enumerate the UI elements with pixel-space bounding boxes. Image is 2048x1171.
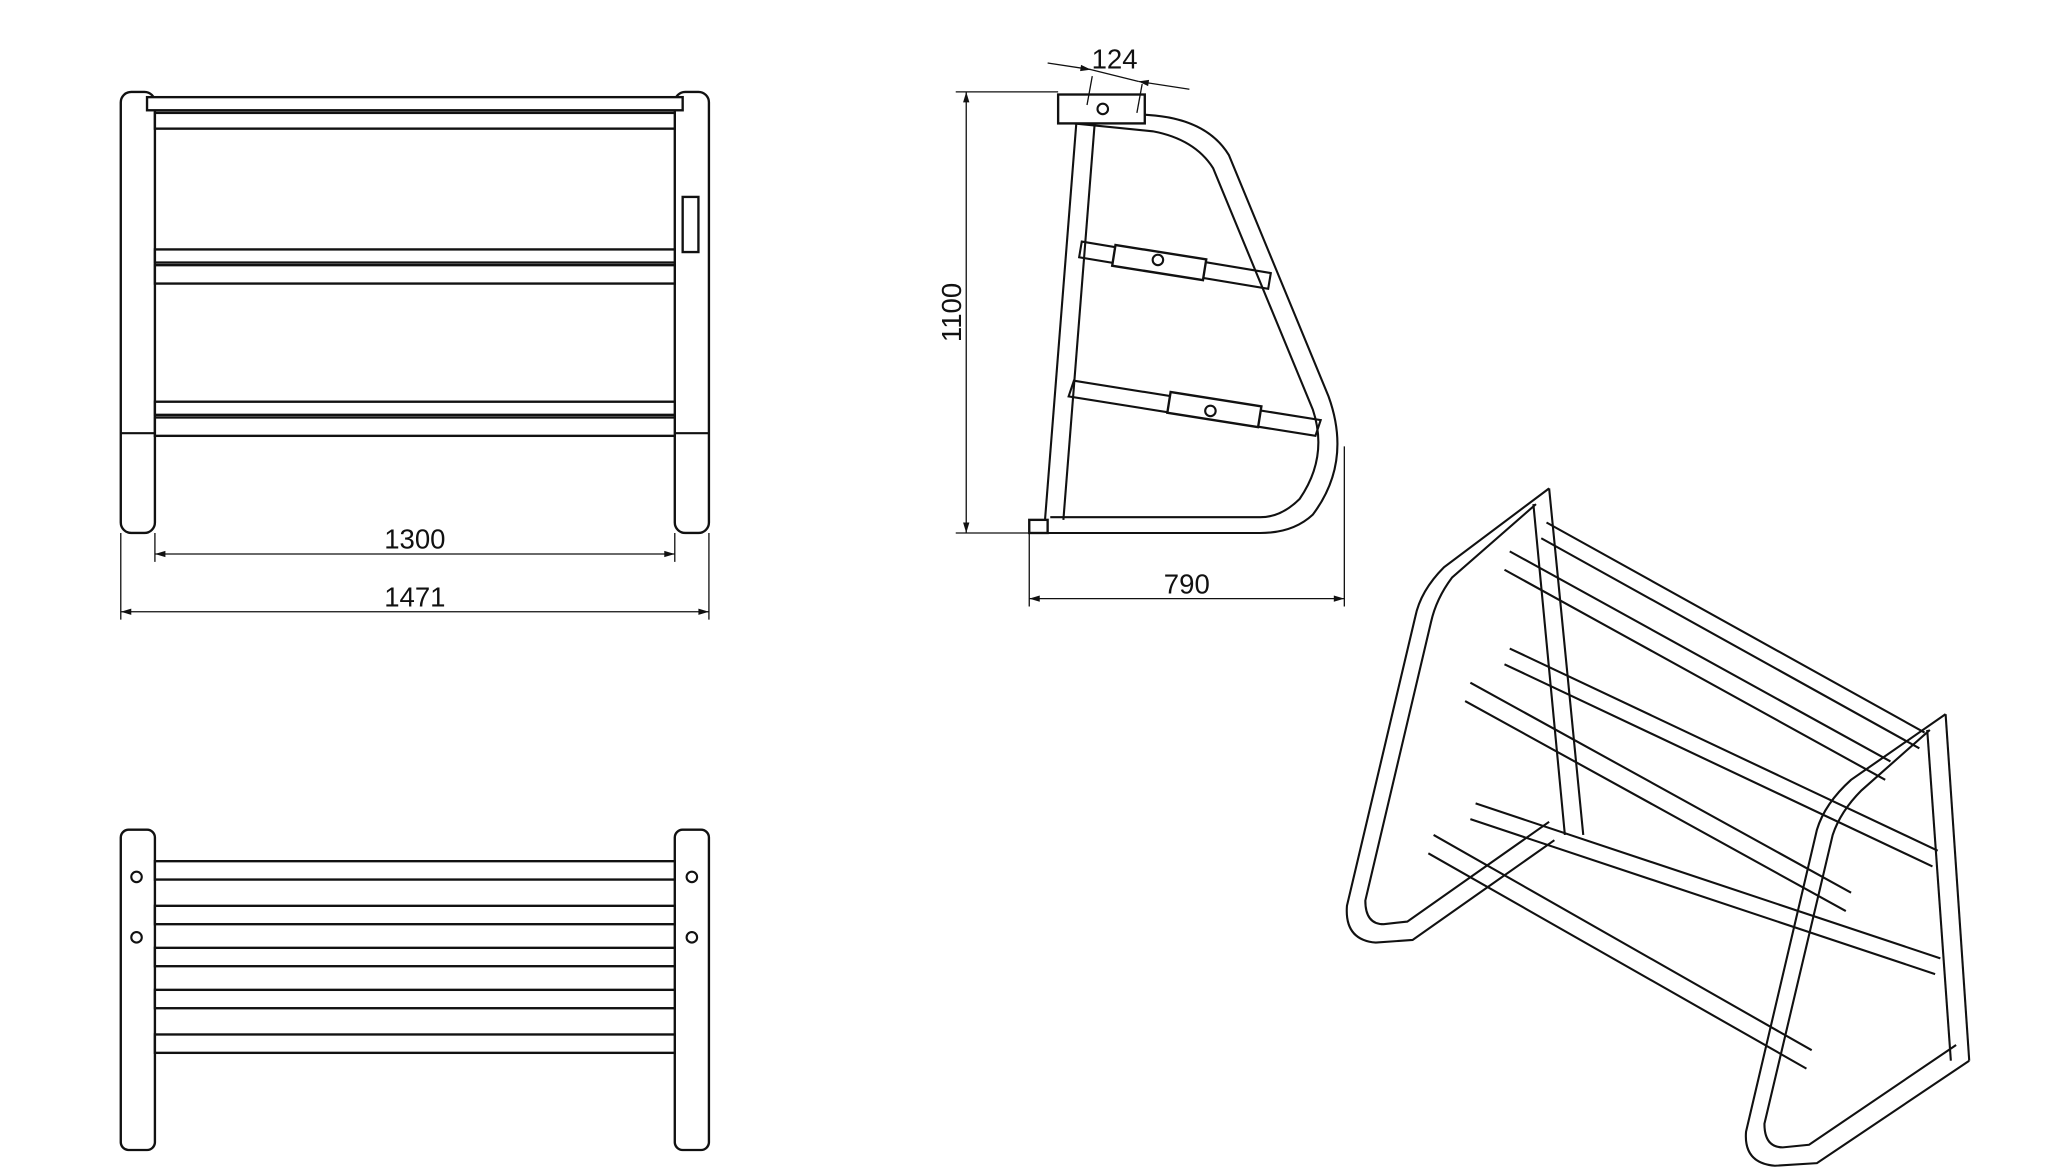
dimension-overall-width: 1471 — [384, 582, 445, 613]
dimension-height: 1100 — [936, 283, 967, 342]
dimension-depth: 790 — [1164, 568, 1210, 599]
front-view: 1300 1471 — [119, 90, 711, 620]
dimension-inner-width: 1300 — [384, 524, 445, 555]
top-view — [119, 828, 711, 1152]
isometric-view — [1345, 487, 1971, 1167]
side-view: 1100 790 124 — [936, 43, 1345, 607]
dimension-bracket-width: 124 — [1092, 43, 1138, 74]
